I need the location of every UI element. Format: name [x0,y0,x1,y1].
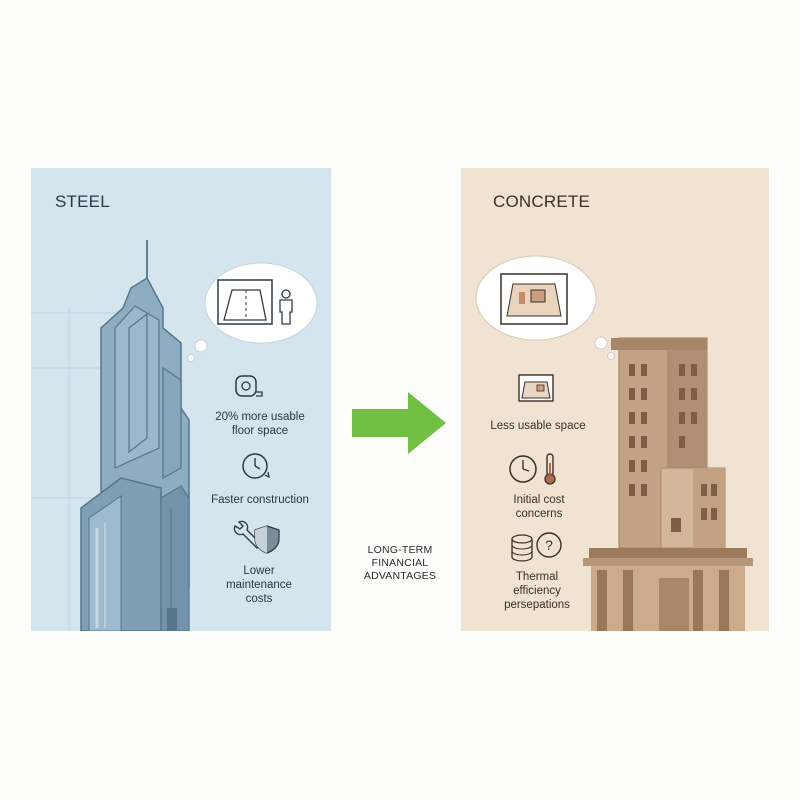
steel-feature-maintenance: Lower maintenance costs [226,565,292,605]
long-term-advantages-label: LONG-TERM FINANCIAL ADVANTAGES [363,544,437,582]
small-room-icon [500,273,568,325]
steel-panel: 20% more usable floor space Faster const… [31,168,331,631]
tape-measure-icon [235,375,263,397]
concrete-feature-initial-cost: Initial cost concerns [513,494,565,520]
steel-title: STEEL [55,192,110,211]
steel-skyscraper-illustration [31,240,318,631]
floor-plan-icon [518,374,554,402]
concrete-feature-thermal: Thermal efficiency persepations [504,571,570,611]
concrete-feature-usable-space: Less usable space [490,420,586,432]
concrete-panel: Less usable space Initial cost concerns … [461,168,769,631]
coins-question-icon: ? [511,532,562,562]
clock-thermometer-icon [509,453,556,485]
concrete-building-illustration [475,255,753,631]
wrench-shield-icon [233,520,280,554]
right-arrow-icon [352,392,446,454]
concrete-title: CONCRETE [493,192,590,211]
steel-feature-faster-construction: Faster construction [211,494,309,506]
svg-text:?: ? [545,537,553,553]
clock-arrow-icon [242,453,270,479]
steel-feature-floor-space: 20% more usable floor space [215,411,305,437]
floor-space-icon [217,279,293,325]
